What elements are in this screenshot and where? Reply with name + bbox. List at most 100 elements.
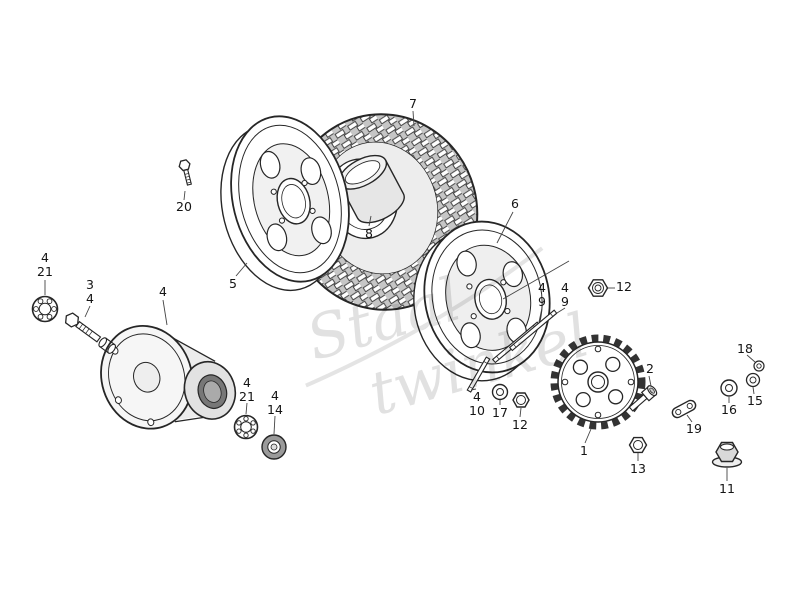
stud-thread xyxy=(483,361,488,364)
leader-line xyxy=(686,414,693,423)
callout-19: 19 xyxy=(686,421,702,436)
washer-hole xyxy=(756,363,762,369)
rim-left-lip xyxy=(238,124,342,274)
washer-hole xyxy=(725,384,733,392)
callout-9-a: 9 xyxy=(561,294,569,309)
stud-shaft xyxy=(466,356,491,393)
leader-line xyxy=(496,211,514,244)
rim-left-hole xyxy=(311,216,332,245)
bearing-ball xyxy=(33,306,39,312)
callout-21-bearing: 21 xyxy=(239,389,255,404)
leader-line xyxy=(538,307,543,323)
callout-12-lower: 12 xyxy=(512,417,528,432)
leader-line xyxy=(502,260,570,300)
callout-12-right: 12 xyxy=(616,279,632,294)
hub-boss xyxy=(133,361,161,393)
rim-left-hole xyxy=(259,150,281,179)
callout-17: 17 xyxy=(492,405,508,420)
axle-thread xyxy=(88,330,93,337)
bearing-ball xyxy=(250,428,256,434)
axle-spacer-end xyxy=(107,343,116,354)
washer-hole xyxy=(749,376,757,384)
rim-half-left xyxy=(220,115,350,292)
callout-2: 2 xyxy=(646,361,654,376)
axle-thread xyxy=(78,323,83,330)
bolt-thread xyxy=(186,178,191,181)
hex-nut-12-right xyxy=(587,279,609,297)
watermark-swoosh xyxy=(305,246,544,388)
bearing-ball xyxy=(37,298,44,305)
axle-spacer-body xyxy=(99,337,116,354)
stud-thread xyxy=(513,344,517,348)
bolt-thread xyxy=(185,175,190,178)
bolt-hex-head xyxy=(178,159,191,172)
ball-bearing-hub xyxy=(233,414,259,440)
rim-left-hole xyxy=(266,223,288,252)
stud-thread xyxy=(469,386,473,389)
hub-bore-inner xyxy=(203,380,222,403)
sprocket-bolt-hole xyxy=(594,345,602,353)
leader-line xyxy=(245,402,248,415)
callout-21-left: 21 xyxy=(37,264,53,279)
hub-flange-bolt xyxy=(114,396,122,405)
tire-sidewall xyxy=(320,142,438,274)
wheel-stud-short xyxy=(466,356,491,393)
bearing-ball xyxy=(250,420,256,426)
bolt-socket xyxy=(649,387,655,394)
stud-shaft xyxy=(508,309,558,352)
bolt-thread xyxy=(186,181,191,184)
callout-1: 1 xyxy=(580,443,588,458)
sprocket-lightening-hole xyxy=(605,356,621,373)
bearing-ball xyxy=(236,420,242,426)
callout-18: 18 xyxy=(737,341,753,356)
washer-15 xyxy=(745,372,761,388)
sprocket-lightening-hole xyxy=(607,389,624,405)
callout-20: 20 xyxy=(176,199,192,214)
leader-line xyxy=(162,299,168,326)
callout-8: 8 xyxy=(365,226,373,241)
bearing-ball xyxy=(243,416,249,422)
axle-bolt xyxy=(64,312,116,354)
bearing-ball xyxy=(243,432,249,438)
wheel-stud-long-a xyxy=(508,309,558,352)
seal-lip xyxy=(270,443,278,451)
bearing-ball xyxy=(37,313,44,320)
tube-opening xyxy=(344,160,381,185)
rim-right-hole xyxy=(456,250,477,277)
axle-shaft xyxy=(75,320,102,343)
leader-line xyxy=(273,415,276,435)
leader-line xyxy=(412,110,415,127)
leader-lines xyxy=(44,110,756,481)
joint-link xyxy=(671,399,697,419)
callout-4-stud-b: 4 xyxy=(538,280,546,295)
leader-line xyxy=(752,386,755,395)
hex-nut-13 xyxy=(628,436,648,454)
tube-body xyxy=(339,159,405,224)
hub-flange-inner xyxy=(108,333,186,422)
nut-hole xyxy=(594,284,602,292)
leader-line xyxy=(648,375,652,387)
callout-5: 5 xyxy=(229,276,237,291)
bearing-inner-race xyxy=(38,302,52,316)
rim-left-stud-hole xyxy=(301,179,308,187)
leader-line xyxy=(470,388,477,391)
sprocket-teeth xyxy=(550,334,646,430)
ball-bearing-left xyxy=(31,295,59,323)
bearing-ball xyxy=(46,313,53,320)
leader-line xyxy=(556,307,566,314)
sprocket-bolt-hole xyxy=(627,378,635,386)
callout-4-axle: 4 xyxy=(86,291,94,306)
callout-9-b: 9 xyxy=(538,294,546,309)
rim-left-stud-hole xyxy=(278,217,286,224)
rim-right-stud-hole xyxy=(470,313,477,320)
rim-left-center-lip xyxy=(281,184,306,219)
rim-left-stud-hole xyxy=(270,188,277,195)
bearing-ball xyxy=(51,306,57,312)
sprocket-bolt xyxy=(628,385,658,412)
rim-right-hole xyxy=(460,322,481,349)
bolt-shaft xyxy=(183,168,192,186)
callout-4-left: 4 xyxy=(41,250,49,265)
rim-left-center-hole xyxy=(276,177,311,225)
washer-hole xyxy=(496,388,504,396)
bearing-ball xyxy=(236,428,242,434)
